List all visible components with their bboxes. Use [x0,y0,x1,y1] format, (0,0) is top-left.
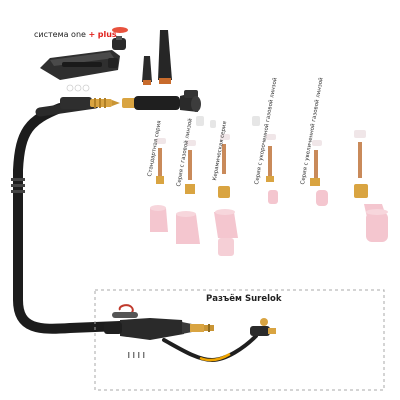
kit-gas-lens [176,140,200,244]
kit-large-gas-lens [354,130,388,242]
upper-coupling [60,97,92,109]
back-cap-long [158,30,172,84]
plus-word: plus [97,30,117,39]
cable-sleeve-rings [11,178,25,193]
back-cap-small [112,36,126,50]
surelok-hose-coil [112,304,138,318]
torch-head [122,90,201,112]
cable-hose [13,103,125,334]
upper-thread-connector [90,98,120,108]
torch-handle [40,50,120,80]
ghost-outline [66,84,90,92]
red-ring-part [112,27,128,33]
system-title: система one + plus [34,30,117,39]
surelok-body [104,318,192,340]
kit-ceramic [214,134,238,256]
plus-sign: + [88,30,96,39]
back-cap-medium [142,56,152,85]
surelok-brass-tip [190,324,214,332]
surelok-lead [162,318,276,363]
kit-short-gas-lens [266,134,278,204]
surelok-pins [128,352,145,358]
system-label: система one [34,30,86,39]
kit-standard [150,138,168,232]
surelok-title: Разъём Surelok [206,294,282,304]
ghost-parts [196,116,260,128]
kit-short-large-gas-lens [310,140,328,206]
surelok-frame [94,289,385,391]
